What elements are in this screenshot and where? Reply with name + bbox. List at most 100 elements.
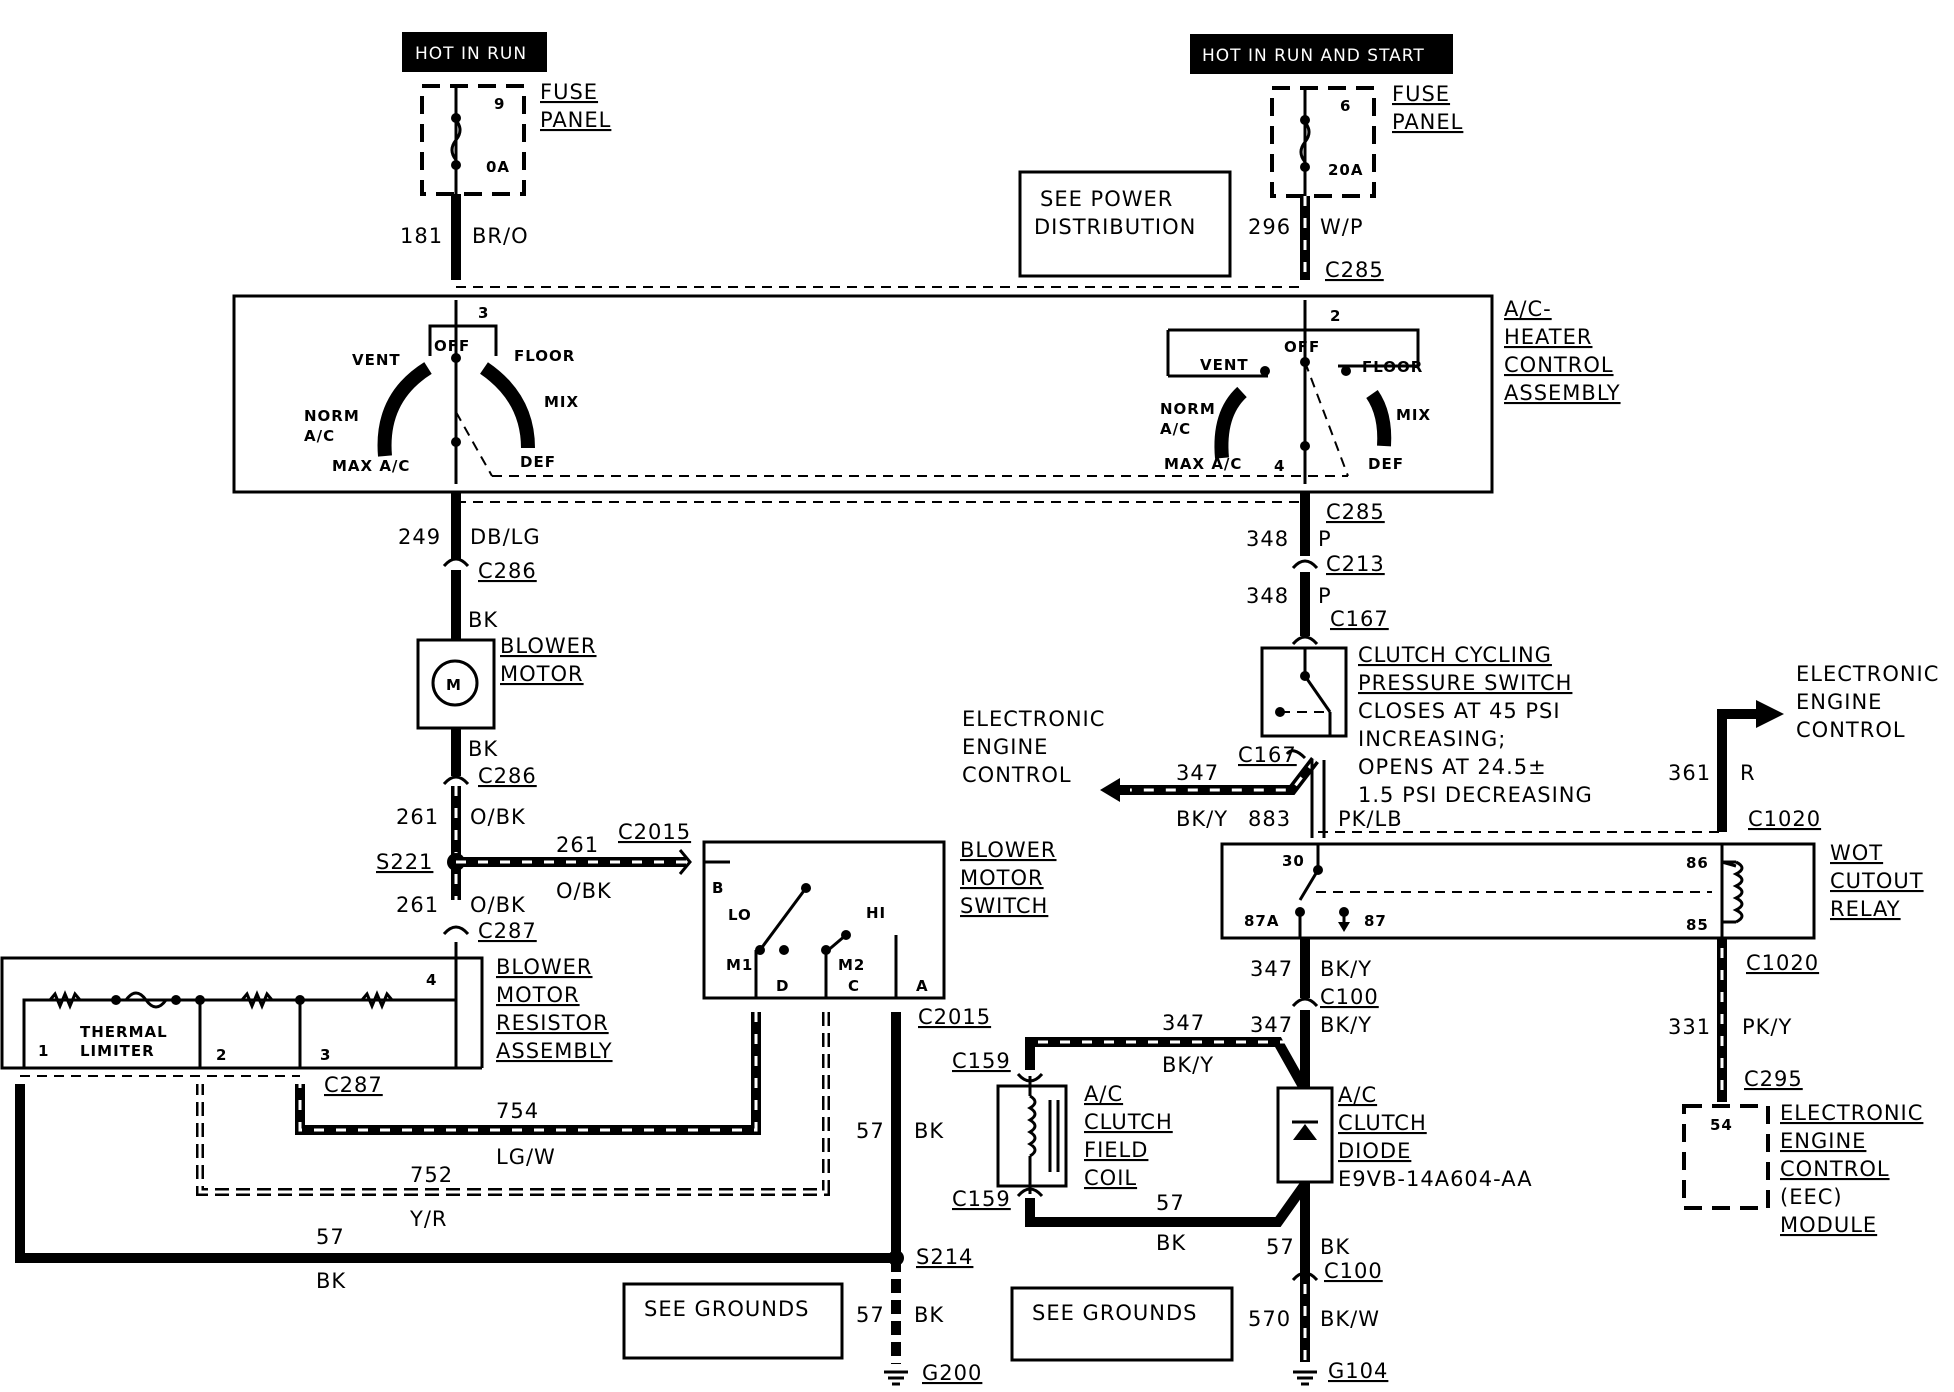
connector-c159-bottom: C159 (952, 1187, 1011, 1211)
right-mix-label: MIX (1396, 406, 1431, 424)
right-max-ac-label: MAX A/C (1164, 455, 1242, 473)
wire-261-number: 261 (396, 805, 439, 829)
connector-c285-top: C285 (1325, 258, 1384, 282)
splice-s221-label: S221 (376, 850, 433, 874)
ac-heater-control-title: HEATER (1504, 325, 1592, 349)
connector-c295: C295 (1744, 1067, 1803, 1091)
svg-text:4: 4 (1274, 457, 1285, 475)
wire-348-number-b: 348 (1246, 584, 1289, 608)
svg-text:LIMITER: LIMITER (80, 1042, 155, 1060)
svg-text:HOT IN RUN AND START: HOT IN RUN AND START (1202, 46, 1425, 66)
wot-relay-label: RELAY (1830, 897, 1901, 921)
wire-181-number: 181 (400, 224, 443, 248)
hot-in-run-label: HOT IN RUN (402, 32, 547, 72)
eec-module-label: ENGINE (1780, 1129, 1866, 1153)
wire-bk-label-2: BK (468, 737, 498, 761)
svg-text:20A: 20A (1328, 161, 1363, 179)
clutch-switch-spec: OPENS AT 24.5± (1358, 755, 1547, 779)
wire-331-number: 331 (1668, 1015, 1711, 1039)
wire-347-color-b: BK/Y (1320, 1013, 1372, 1037)
wire-181-color: BR/O (472, 224, 529, 248)
see-grounds-box-left: SEE GROUNDS (622, 1282, 844, 1360)
svg-text:4: 4 (426, 971, 437, 989)
svg-text:SEE GROUNDS: SEE GROUNDS (1032, 1301, 1198, 1325)
wire-57-ground-number: 57 (856, 1303, 885, 1327)
right-vent-label: VENT (1200, 356, 1249, 374)
fuse-9: 9 0A (420, 84, 526, 196)
eec-right-label: ENGINE (1796, 690, 1882, 714)
left-mix-label: MIX (544, 393, 579, 411)
left-max-ac-label: MAX A/C (332, 457, 410, 475)
clutch-coil-label: COIL (1084, 1166, 1137, 1190)
connector-c100-bottom: C100 (1324, 1259, 1383, 1283)
wire-754-color: LG/W (496, 1145, 556, 1169)
svg-text:87: 87 (1364, 912, 1387, 930)
connector-c167-bottom: C167 (1238, 743, 1297, 767)
left-vent-label: VENT (352, 351, 401, 369)
wire-347-eec-color: BK/Y (1176, 807, 1228, 831)
connector-c286-bottom-symbol (442, 775, 470, 786)
svg-text:86: 86 (1686, 854, 1709, 872)
blower-motor-label: MOTOR (500, 662, 584, 686)
wot-relay-label: CUTOUT (1830, 869, 1924, 893)
hot-in-run-and-start-label: HOT IN RUN AND START (1190, 34, 1453, 74)
connector-c213: C213 (1326, 552, 1385, 576)
svg-text:DISTRIBUTION: DISTRIBUTION (1034, 215, 1196, 239)
svg-text:54: 54 (1710, 1116, 1733, 1134)
wire-57-right-color: BK (1320, 1235, 1350, 1259)
wire-347-eec (1118, 756, 1319, 795)
svg-text:D: D (776, 977, 789, 995)
splice-s214-label: S214 (916, 1245, 973, 1269)
wire-348-number-a: 348 (1246, 527, 1289, 551)
resistor-assembly-label: RESISTOR (496, 1011, 609, 1035)
left-norm-label: NORM (304, 407, 360, 425)
wire-57-color: BK (914, 1119, 944, 1143)
wire-752-color: Y/R (409, 1207, 448, 1231)
svg-text:M2: M2 (838, 956, 865, 974)
wire-331-color: PK/Y (1742, 1015, 1792, 1039)
blower-motor-switch-label: MOTOR (960, 866, 1044, 890)
clutch-switch-spec: 1.5 PSI DECREASING (1358, 783, 1593, 807)
connector-c287-bottom: C287 (324, 1073, 383, 1097)
resistor-assembly-label: MOTOR (496, 983, 580, 1007)
wire-261-lower-color: O/BK (470, 893, 526, 917)
clutch-switch-spec: INCREASING; (1358, 727, 1506, 751)
connector-c159-top: C159 (952, 1049, 1011, 1073)
connector-c286-top-symbol (442, 557, 470, 568)
svg-text:2: 2 (1330, 307, 1341, 325)
clutch-diode-part-number: E9VB-14A604-AA (1338, 1167, 1533, 1191)
wire-348-color-b: P (1318, 584, 1332, 608)
svg-text:C: C (848, 977, 860, 995)
svg-text:LO: LO (728, 906, 752, 924)
clutch-coil-label: A/C (1084, 1082, 1123, 1106)
connector-c286-bottom: C286 (478, 764, 537, 788)
left-off-label: OFF (434, 337, 470, 355)
wire-347-coil-color: BK/Y (1162, 1053, 1214, 1077)
svg-text:A: A (916, 977, 929, 995)
clutch-diode-label: DIODE (1338, 1139, 1411, 1163)
resistor-assembly-label: BLOWER (496, 955, 593, 979)
svg-text:M1: M1 (726, 956, 753, 974)
connector-c287-top: C287 (478, 919, 537, 943)
svg-text:85: 85 (1686, 916, 1709, 934)
wire-347-color-a: BK/Y (1320, 957, 1372, 981)
svg-text:1: 1 (38, 1042, 49, 1060)
svg-text:87A: 87A (1244, 912, 1279, 930)
clutch-diode-label: CLUTCH (1338, 1111, 1427, 1135)
connector-c167-top: C167 (1330, 607, 1389, 631)
wire-261-color: O/BK (470, 805, 526, 829)
wire-348-color-a: P (1318, 527, 1332, 551)
eec-left-label: CONTROL (962, 763, 1072, 787)
fuse-panel-label: PANEL (1392, 110, 1463, 134)
blower-motor-label: BLOWER (500, 634, 597, 658)
svg-text:0A: 0A (486, 158, 510, 176)
right-def-label: DEF (1368, 455, 1404, 473)
ac-clutch-diode (1276, 1086, 1334, 1184)
eec-module-label: MODULE (1780, 1213, 1877, 1237)
wire-57-left-color: BK (316, 1269, 346, 1293)
right-floor-label: FLOOR (1362, 358, 1423, 376)
blower-motor-resistor-assembly: 4 THERMAL LIMITER 1 2 3 (0, 942, 484, 1070)
svg-text:HI: HI (866, 904, 886, 922)
eec-module: 54 (1682, 1104, 1770, 1210)
